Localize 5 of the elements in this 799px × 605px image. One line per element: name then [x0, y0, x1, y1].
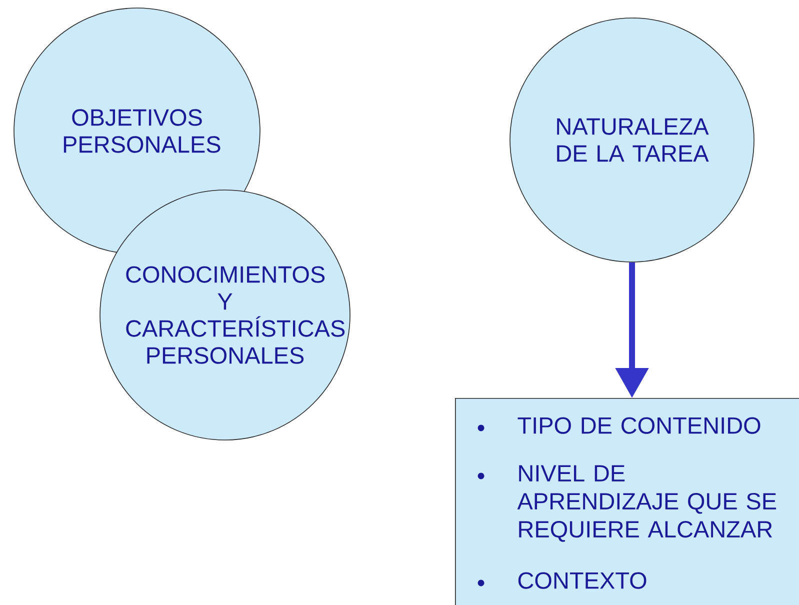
circle-node: CONOCIMIENTOS Y CARACTERÍSTICAS PERSONALES: [100, 190, 350, 440]
list-item: NIVEL DE APRENDIZAJE QUE SE REQUIERE ALCANZAR: [517, 465, 776, 542]
list-item: CONTEXTO: [518, 572, 646, 589]
list-item: TIPO DE CONTENIDO: [518, 417, 760, 434]
circle-node: NATURALEZA DE LA TAREA: [510, 18, 754, 262]
